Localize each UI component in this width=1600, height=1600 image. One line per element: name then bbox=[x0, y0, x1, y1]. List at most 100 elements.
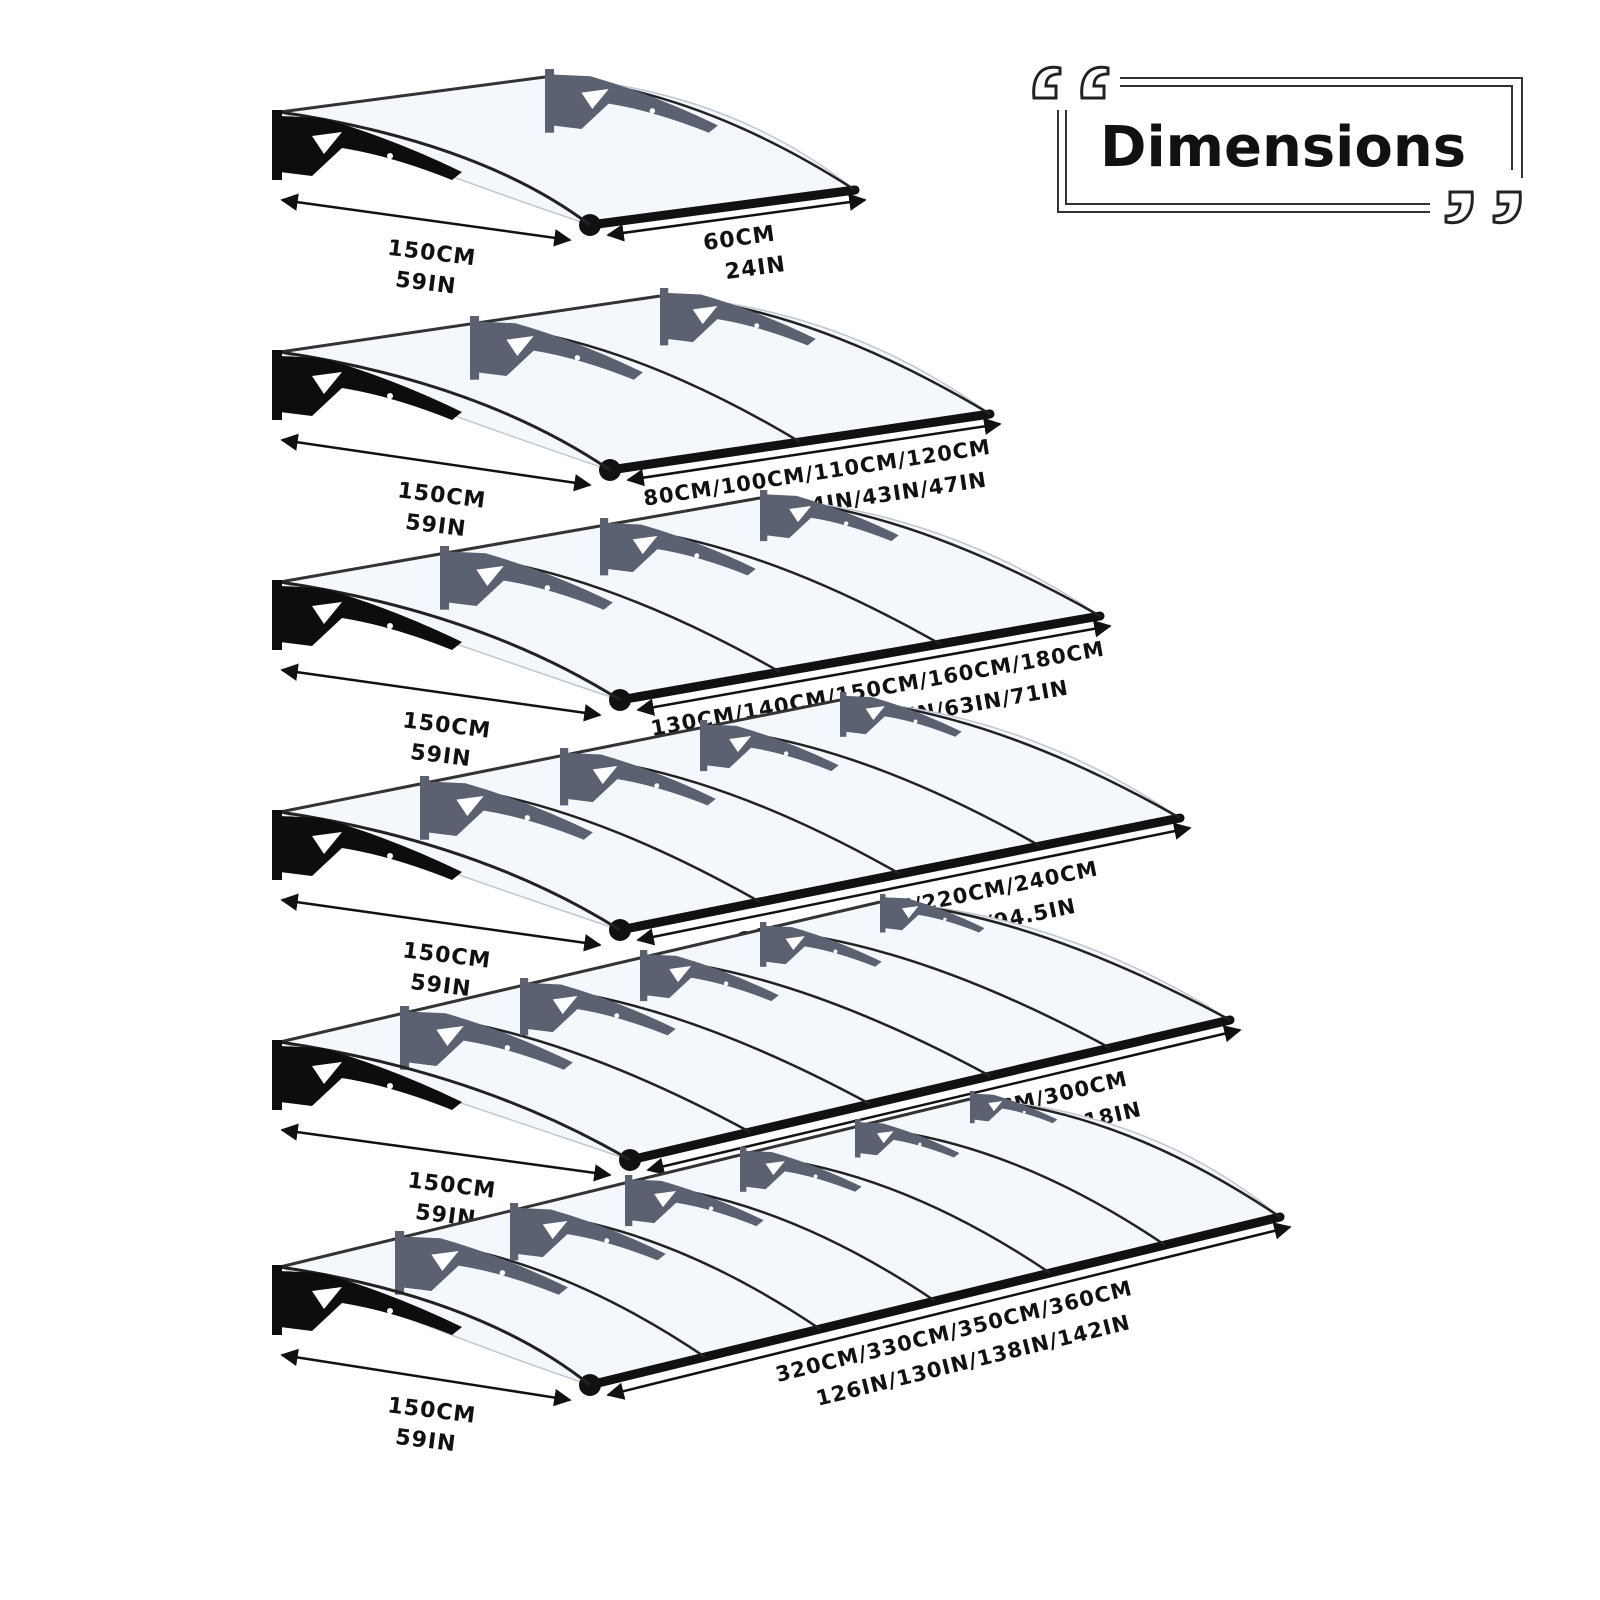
canopy-bracket-far-arm bbox=[845, 695, 962, 737]
canopy-bracket-far-post bbox=[855, 1119, 861, 1158]
canopy-bracket-far-post bbox=[625, 1175, 633, 1227]
canopy-bracket-far bbox=[470, 316, 643, 380]
canopy-bracket-far-post bbox=[440, 546, 450, 610]
canopy-bracket-far-cutout bbox=[632, 536, 658, 555]
canopy-back-rail bbox=[279, 75, 546, 114]
canopy-bracket-far-post bbox=[840, 692, 847, 737]
canopy-bracket-far-cutout bbox=[431, 1251, 459, 1272]
canopy-bracket-far-hole bbox=[504, 1045, 511, 1051]
canopy-bracket-far bbox=[740, 1147, 862, 1192]
canopy-back-rail bbox=[279, 496, 761, 584]
canopy-bracket-near-hole bbox=[387, 393, 393, 399]
canopy-bracket-near-cutout bbox=[312, 372, 342, 394]
canopy-bracket-near-arm bbox=[280, 1046, 462, 1110]
canopy-bracket-far-hole bbox=[654, 783, 660, 789]
canopy-bracket-far-arm bbox=[630, 1179, 764, 1227]
canopy-bracket-far-cutout bbox=[877, 1131, 894, 1144]
title-frame-inner bbox=[1120, 85, 1513, 170]
canopy-bracket-near-post bbox=[272, 350, 282, 420]
depth-label-in: 59IN bbox=[404, 510, 468, 542]
canopy-rows: 150CM59IN60CM24IN150CM59IN80CM/100CM/110… bbox=[272, 69, 1292, 1457]
depth-arrow bbox=[280, 1123, 612, 1182]
canopy-bracket-far-hole bbox=[574, 355, 581, 361]
canopy-bracket-far-post bbox=[760, 922, 767, 967]
canopy-bracket-far-post bbox=[395, 1231, 405, 1295]
canopy-bracket-far-cutout bbox=[789, 506, 812, 523]
canopy-bracket-far-hole bbox=[708, 1206, 714, 1211]
depth-label-cm: 150CM bbox=[406, 1168, 497, 1204]
depth-label-cm: 150CM bbox=[386, 236, 477, 272]
canopy-bracket-far bbox=[880, 894, 985, 933]
width-arrow bbox=[606, 1222, 1292, 1400]
close-quote-icon bbox=[1444, 190, 1522, 225]
canopy-bracket-far-cutout bbox=[592, 766, 618, 785]
canopy-bracket-far-cutout bbox=[902, 906, 919, 919]
canopy-bracket-far bbox=[560, 748, 716, 806]
canopy-bracket-far-cutout bbox=[506, 336, 534, 357]
canopy-bracket-far-arm bbox=[566, 752, 716, 806]
canopy-bracket-far bbox=[970, 1091, 1058, 1124]
canopy-bracket-far bbox=[760, 490, 899, 542]
canopy-bracket-far-post bbox=[400, 1006, 410, 1070]
canopy-bracket-far bbox=[420, 776, 593, 840]
canopy-bracket-near-hole bbox=[387, 1308, 393, 1314]
canopy-bracket-far-arm bbox=[973, 1093, 1058, 1124]
depth-arrow bbox=[280, 1348, 572, 1407]
canopy-bracket-far-cutout bbox=[654, 1191, 677, 1208]
canopy-bracket-far-arm bbox=[666, 292, 816, 346]
width-arrow bbox=[626, 417, 1002, 487]
open-quote-icon bbox=[1032, 65, 1110, 100]
canopy-bracket-far-arm bbox=[447, 551, 613, 610]
canopy-bracket-near bbox=[272, 350, 462, 420]
canopy-bracket-far bbox=[855, 1119, 960, 1158]
depth-label-in: 59IN bbox=[409, 740, 473, 772]
canopy-bracket-far-cutout bbox=[765, 1161, 785, 1176]
canopy-bracket-near-cutout bbox=[312, 602, 342, 624]
canopy-bracket-far-arm bbox=[606, 522, 756, 576]
canopy-bracket-near bbox=[272, 580, 462, 650]
canopy-bracket-near-hole bbox=[387, 153, 393, 159]
canopy-bracket-near-post bbox=[272, 110, 282, 180]
depth-arrow bbox=[280, 893, 602, 952]
canopy-bracket-far-arm bbox=[402, 1236, 568, 1295]
depth-label-cm: 150CM bbox=[386, 1393, 477, 1429]
canopy-row-2: 150CM59IN80CM/100CM/110CM/120CM31.5IN/39… bbox=[272, 288, 1002, 542]
canopy-bracket-near-hole bbox=[387, 1083, 393, 1089]
canopy-bracket-far-cutout bbox=[476, 566, 504, 587]
depth-label-cm: 150CM bbox=[396, 478, 487, 514]
canopy-bracket-far bbox=[520, 978, 676, 1036]
canopy-bracket-near-post bbox=[272, 810, 282, 880]
depth-label-cm: 150CM bbox=[401, 708, 492, 744]
canopy-bracket-far-arm bbox=[552, 74, 718, 133]
width-arrow bbox=[646, 1025, 1242, 1175]
depth-arrow bbox=[280, 663, 602, 722]
canopy-bracket-far-hole bbox=[1022, 1110, 1026, 1114]
canopy-bracket-far-hole bbox=[943, 917, 947, 921]
canopy-bracket-far-arm bbox=[884, 897, 985, 933]
canopy-bracket-far-hole bbox=[649, 108, 656, 114]
width-label-cm: 60CM bbox=[702, 222, 777, 257]
canopy-bracket-far-hole bbox=[694, 553, 700, 559]
canopy-bracket-far-arm bbox=[745, 1150, 862, 1192]
canopy-bracket-far-hole bbox=[913, 719, 918, 724]
depth-label-in: 59IN bbox=[394, 1425, 458, 1457]
canopy-bracket-far bbox=[400, 1006, 573, 1070]
canopy-bracket-far-cutout bbox=[542, 1221, 568, 1240]
title-frame-left-outer bbox=[1057, 110, 1430, 213]
canopy-bracket-far bbox=[625, 1175, 764, 1227]
canopy-bracket-near-cutout bbox=[312, 132, 342, 154]
canopy-bracket-near-arm bbox=[280, 356, 462, 420]
canopy-bracket-far bbox=[660, 288, 816, 346]
canopy-bracket-far-post bbox=[470, 316, 480, 380]
depth-arrow bbox=[280, 193, 572, 247]
canopy-bracket-far bbox=[840, 692, 962, 737]
canopy-bracket-far-hole bbox=[723, 981, 729, 986]
canopy-bracket-far-post bbox=[640, 950, 648, 1002]
canopy-bracket-far-cutout bbox=[692, 306, 718, 325]
canopy-bracket-near-arm bbox=[280, 1271, 462, 1335]
title-box: Dimensions bbox=[1032, 65, 1523, 225]
depth-label-in: 59IN bbox=[394, 267, 458, 299]
canopy-bracket-far-cutout bbox=[456, 796, 484, 817]
canopy-bracket-far-cutout bbox=[581, 89, 609, 110]
